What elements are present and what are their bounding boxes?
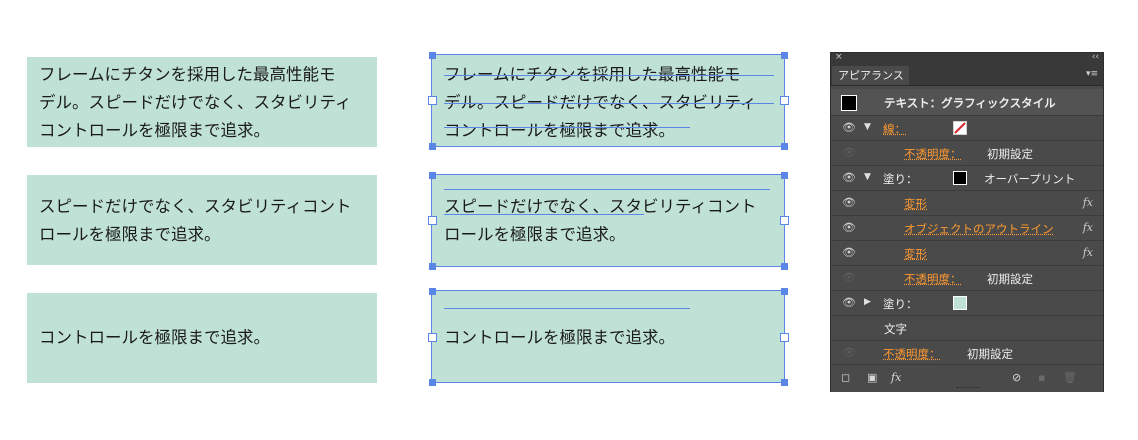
text-port-out[interactable] [780,333,789,342]
eye-icon[interactable]: 👁 [842,121,856,134]
selected-text-frame-3[interactable]: コントロールを極限まで追求。 [431,290,785,383]
opacity-link[interactable]: 不透明度： [904,147,962,161]
row-outline-object[interactable]: 👁 オブジェクトのアウトライン fx [831,216,1103,241]
appearance-panel: × ‹‹ アピアランス ▾≡ テキスト：グラフィックスタイル 👁 ▼ 線： 👁 … [830,52,1104,392]
top-guide [444,189,770,190]
panel-tabbar: アピアランス ▾≡ [831,64,1103,86]
eye-icon[interactable]: 👁 [842,346,856,359]
selection-handle[interactable] [429,172,436,179]
selection-handle[interactable] [781,288,788,295]
selection-handle[interactable] [429,379,436,386]
fx-menu-icon[interactable]: fx [891,371,902,384]
fx-icon[interactable]: fx [1082,246,1093,259]
text-frame-1-text: フレームにチタンを採用した最高性能モ デル。スピードだけでなく、スタビリティ コ… [39,65,352,140]
delete-icon[interactable]: 🗑 [1063,371,1077,384]
mint-fill-swatch[interactable] [953,296,967,310]
strike-guide [444,214,644,215]
text-frame-2-text: スピードだけでなく、スタビリティコント ロールを極限まで追求。 [39,197,352,244]
selection-handle[interactable] [781,263,788,270]
disclosure-triangle-down-icon[interactable]: ▼ [864,122,871,132]
selected-text-frame-3-text: コントロールを極限まで追求。 [444,328,675,347]
none-swatch[interactable] [953,121,967,135]
effect-link[interactable]: 変形 [904,197,927,211]
duplicate-icon[interactable]: ▪ [1038,371,1046,384]
strike-guide [444,127,690,128]
effect-link[interactable]: 変形 [904,247,927,261]
panel-menu-icon[interactable]: ▾≡ [1085,69,1098,79]
stroke-link[interactable]: 線： [883,122,906,136]
black-fill-swatch[interactable] [953,171,967,185]
text-port-in[interactable] [428,96,437,105]
disclosure-triangle-down-icon[interactable]: ▼ [864,172,871,182]
eye-icon[interactable]: 👁 [842,221,856,234]
panel-titlebar: × ‹‹ [831,52,1103,64]
selected-text-frame-2[interactable]: スピードだけでなく、スタビリティコント ロールを極限まで追求。 [431,174,785,267]
header-label: テキスト：グラフィックスタイル [884,96,1056,110]
text-port-in[interactable] [428,333,437,342]
row-opacity[interactable]: 👁 不透明度： 初期設定 [831,341,1103,366]
selection-handle[interactable] [429,143,436,150]
opacity-link[interactable]: 不透明度： [904,272,962,286]
selection-handle[interactable] [781,52,788,59]
row-fill-2[interactable]: 👁 ▶ 塗り： [831,291,1103,316]
eye-icon[interactable]: 👁 [842,196,856,209]
black-swatch [841,95,857,111]
selection-handle[interactable] [781,379,788,386]
characters-label: 文字 [884,322,907,336]
selection-handle[interactable] [429,52,436,59]
text-port-out[interactable] [780,96,789,105]
tab-appearance[interactable]: アピアランス [832,66,909,85]
row-transform[interactable]: 👁 変形 fx [831,241,1103,266]
selection-handle[interactable] [429,263,436,270]
text-frame-3[interactable]: コントロールを極限まで追求。 [27,293,377,383]
text-frame-1[interactable]: フレームにチタンを採用した最高性能モ デル。スピードだけでなく、スタビリティ コ… [27,57,377,147]
text-frame-2[interactable]: スピードだけでなく、スタビリティコント ロールを極限まで追求。 [27,175,377,265]
selected-text-frame-1[interactable]: フレームにチタンを採用した最高性能モ デル。スピードだけでなく、スタビリティ コ… [431,54,785,147]
text-frame-3-text: コントロールを極限まで追求。 [39,328,270,347]
opacity-value: 初期設定 [987,147,1033,161]
none-slash-icon [954,122,966,134]
eye-icon[interactable]: 👁 [842,271,856,284]
eye-icon[interactable]: 👁 [842,171,856,184]
effect-link[interactable]: オブジェクトのアウトライン [904,222,1054,236]
row-fill[interactable]: 👁 ▼ 塗り： オーバープリント [831,166,1103,191]
strike-guide [444,75,774,76]
strike-guide [444,103,774,104]
new-fill-icon[interactable]: ▣ [867,371,878,384]
selected-text-frame-2-text: スピードだけでなく、スタビリティコント ロールを極限まで追求。 [444,197,757,244]
eye-icon[interactable]: 👁 [842,296,856,309]
selection-handle[interactable] [781,172,788,179]
appearance-header[interactable]: テキスト：グラフィックスタイル [831,89,1103,116]
row-fill-opacity[interactable]: 👁 不透明度： 初期設定 [831,266,1103,291]
resize-grip[interactable] [957,387,979,391]
text-port-out[interactable] [780,216,789,225]
opacity-link[interactable]: 不透明度： [883,347,941,361]
overprint-label: オーバープリント [984,172,1076,186]
text-port-in[interactable] [428,216,437,225]
clear-icon[interactable]: ⊘ [1012,371,1022,384]
fx-icon[interactable]: fx [1082,196,1093,209]
top-guide [444,308,690,309]
eye-icon[interactable]: 👁 [842,246,856,259]
panel-footer: ◻ ▣ fx ⊘ ▪ 🗑 [831,364,1103,392]
new-stroke-icon[interactable]: ◻ [841,371,851,384]
close-icon[interactable]: × [835,52,843,62]
collapse-icon[interactable]: ‹‹ [1091,52,1099,62]
opacity-value: 初期設定 [987,272,1033,286]
row-characters[interactable]: 文字 [831,316,1103,341]
fx-icon[interactable]: fx [1082,221,1093,234]
row-stroke-opacity[interactable]: 👁 不透明度： 初期設定 [831,141,1103,166]
row-transform[interactable]: 👁 変形 fx [831,191,1103,216]
selected-text-frame-1-text: フレームにチタンを採用した最高性能モ デル。スピードだけでなく、スタビリティ コ… [444,65,757,140]
fill-label: 塗り： [883,172,918,186]
selection-handle[interactable] [429,288,436,295]
selection-handle[interactable] [781,143,788,150]
fill-label: 塗り： [883,297,918,311]
disclosure-triangle-right-icon[interactable]: ▶ [864,297,871,307]
eye-icon[interactable]: 👁 [842,146,856,159]
row-stroke[interactable]: 👁 ▼ 線： [831,116,1103,141]
opacity-value: 初期設定 [967,347,1013,361]
